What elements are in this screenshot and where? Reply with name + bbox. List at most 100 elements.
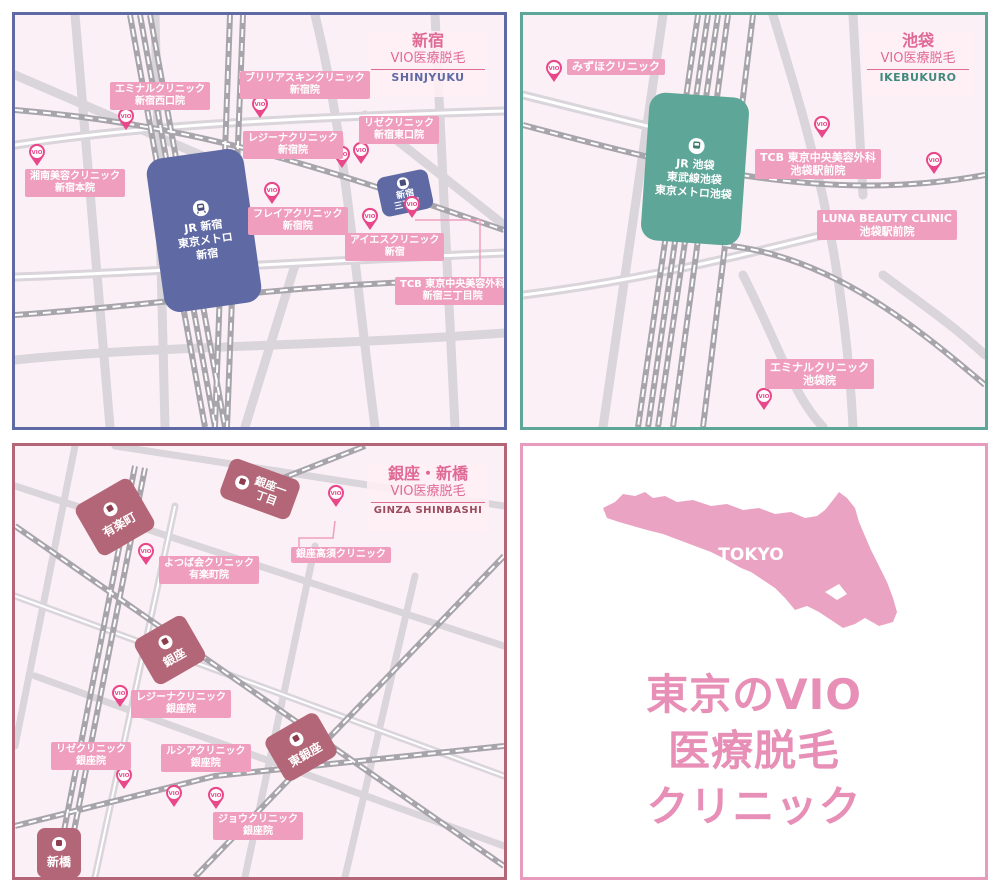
clinic-branch: 新宿西口院 [135, 96, 185, 107]
title-line-1: 東京のVIO [646, 670, 862, 719]
clinic-branch: 池袋駅前院 [790, 164, 846, 177]
vio-pin-icon[interactable]: VIO [403, 195, 421, 219]
vio-pin-icon[interactable]: VIO [111, 684, 129, 708]
clinic-label[interactable]: 銀座高須クリニック [291, 547, 391, 563]
pin-text: VIO [356, 148, 367, 154]
clinic-label[interactable]: ジョウクリニック銀座院 [213, 812, 303, 840]
area-title-box: 池袋 VIO医療脱毛 IKEBUKURO [863, 31, 973, 97]
area-title-box: 銀座・新橋 VIO医療脱毛 GINZA SHINBASHI [367, 464, 489, 532]
clinic-branch: 新宿院 [278, 145, 308, 156]
shinjuku-map-panel[interactable]: 新宿 VIO医療脱毛 SHINJYUKU JR 新宿 東京メトロ 新宿 新宿 三… [12, 12, 507, 430]
clinic-branch: 新宿三丁目院 [422, 291, 483, 302]
clinic-branch: 銀座院 [166, 704, 196, 715]
vio-pin-icon[interactable]: VIO [137, 542, 155, 566]
clinic-name: LUNA BEAUTY CLINIC [822, 212, 952, 225]
station-shinjuku-sanchome[interactable]: 新宿 三丁目 [375, 168, 435, 218]
vio-pin-icon[interactable]: VIO [28, 143, 46, 167]
clinic-branch: 銀座院 [190, 758, 221, 769]
train-icon [396, 176, 409, 189]
area-subtitle: VIO医療脱毛 [390, 51, 466, 66]
tokyo-silhouette-icon: TOKYO [603, 492, 897, 628]
clinic-label[interactable]: TCB 東京中央美容外科新宿三丁目院 [395, 277, 504, 305]
area-english-name: GINZA SHINBASHI [371, 502, 485, 519]
train-icon [192, 199, 209, 216]
station-name: 新橋 [46, 855, 71, 869]
train-icon [158, 635, 173, 650]
clinic-branch: 新宿東口院 [374, 130, 424, 141]
area-name: 銀座・新橋 [387, 464, 468, 483]
clinic-branch: 池袋駅前院 [859, 225, 915, 238]
pin-text: VIO [365, 214, 376, 220]
clinic-label[interactable]: 湘南美容クリニック新宿本院 [25, 169, 125, 197]
station-jr-ikebukuro[interactable]: JR 池袋 東武線池袋 東京メトロ池袋 [639, 91, 751, 247]
station-ginza-itchome[interactable]: 銀座一丁目 [218, 456, 302, 522]
pin-text: VIO [255, 102, 266, 108]
vio-pin-icon[interactable]: VIO [361, 207, 379, 231]
clinic-label[interactable]: TCB 東京中央美容外科池袋駅前院 [755, 149, 881, 179]
clinic-label[interactable]: リゼクリニック新宿東口院 [359, 116, 439, 144]
clinic-name: リゼクリニック [56, 744, 126, 755]
pin-text: VIO [817, 122, 828, 128]
clinic-label[interactable]: エミナルクリニック池袋院 [765, 359, 874, 389]
train-icon [289, 732, 304, 747]
clinic-label[interactable]: ルシアクリニック銀座院 [161, 744, 251, 772]
area-subtitle: VIO医療脱毛 [390, 484, 466, 499]
clinic-label[interactable]: レジーナクリニック新宿院 [243, 131, 343, 159]
vio-pin-icon[interactable]: VIO [117, 107, 135, 131]
clinic-name: 銀座高須クリニック [296, 549, 386, 560]
station-jr-shinjuku[interactable]: JR 新宿 東京メトロ 新宿 [144, 146, 264, 315]
station-name-line: 新宿 [195, 245, 220, 262]
clinic-label[interactable]: アイエスクリニック新宿 [345, 233, 445, 261]
area-name: 池袋 [901, 31, 934, 50]
ginza-map-panel[interactable]: 銀座・新橋 VIO医療脱毛 GINZA SHINBASHI 有楽町 銀座一丁目 … [12, 443, 507, 880]
train-icon [52, 837, 66, 851]
station-shinbashi[interactable]: 新橋 [37, 828, 81, 877]
pin-text: VIO [407, 202, 418, 208]
clinic-name: 湘南美容クリニック [30, 171, 120, 182]
title-line-3: クリニック [646, 782, 862, 831]
vio-pin-icon[interactable]: VIO [327, 484, 345, 508]
vio-pin-icon[interactable]: VIO [755, 387, 773, 411]
vio-pin-icon[interactable]: VIO [251, 95, 269, 119]
clinic-label[interactable]: エミナルクリニック新宿西口院 [110, 82, 210, 110]
train-icon [103, 502, 118, 517]
clinic-name: エミナルクリニック [770, 361, 869, 374]
clinic-name: リゼクリニック [364, 118, 434, 129]
clinic-label[interactable]: フレイアクリニック新宿院 [248, 207, 348, 235]
clinic-label[interactable]: ブリリアスキンクリニック新宿院 [240, 71, 370, 99]
station-higashi-ginza[interactable]: 東銀座 [262, 710, 340, 784]
clinic-name: よつば会クリニック [164, 558, 254, 569]
vio-pin-icon[interactable]: VIO [207, 786, 225, 810]
area-english-name: SHINJYUKU [371, 69, 485, 86]
clinic-name: フレイアクリニック [253, 209, 343, 220]
clinic-name: エミナルクリニック [115, 84, 205, 95]
vio-pin-icon[interactable]: VIO [263, 181, 281, 205]
pin-text: VIO [121, 114, 132, 120]
pin-text: VIO [115, 691, 126, 697]
clinic-branch: 銀座院 [243, 826, 273, 837]
clinic-label[interactable]: リゼクリニック銀座院 [51, 742, 131, 770]
vio-pin-icon[interactable]: VIO [165, 784, 183, 808]
pin-text: VIO [32, 150, 43, 156]
vio-pin-icon[interactable]: VIO [352, 141, 370, 165]
pin-text: VIO [549, 66, 560, 72]
pin-text: VIO [759, 394, 770, 400]
station-ginza[interactable]: 銀座 [131, 612, 209, 688]
pin-text: VIO [211, 793, 222, 799]
clinic-label[interactable]: レジーナクリニック銀座院 [131, 690, 231, 718]
clinic-branch: 銀座院 [76, 756, 106, 767]
vio-pin-icon[interactable]: VIO [925, 151, 943, 175]
clinic-name: ルシアクリニック [166, 746, 246, 757]
clinic-label[interactable]: みずほクリニック [567, 59, 665, 75]
vio-pin-icon[interactable]: VIO [813, 115, 831, 139]
vio-pin-icon[interactable]: VIO [115, 766, 133, 790]
clinic-name: レジーナクリニック [136, 692, 226, 703]
station-name: 銀座一丁目 [252, 474, 289, 509]
vio-pin-icon[interactable]: VIO [545, 59, 563, 83]
station-yurakucho[interactable]: 有楽町 [72, 475, 158, 559]
area-english-name: IKEBUKURO [867, 69, 969, 86]
clinic-label[interactable]: よつば会クリニック有楽町院 [159, 556, 259, 584]
ikebukuro-map-panel[interactable]: 池袋 VIO医療脱毛 IKEBUKURO JR 池袋 東武線池袋 東京メトロ池袋… [520, 12, 988, 430]
clinic-name: アイエスクリニック [350, 235, 440, 246]
